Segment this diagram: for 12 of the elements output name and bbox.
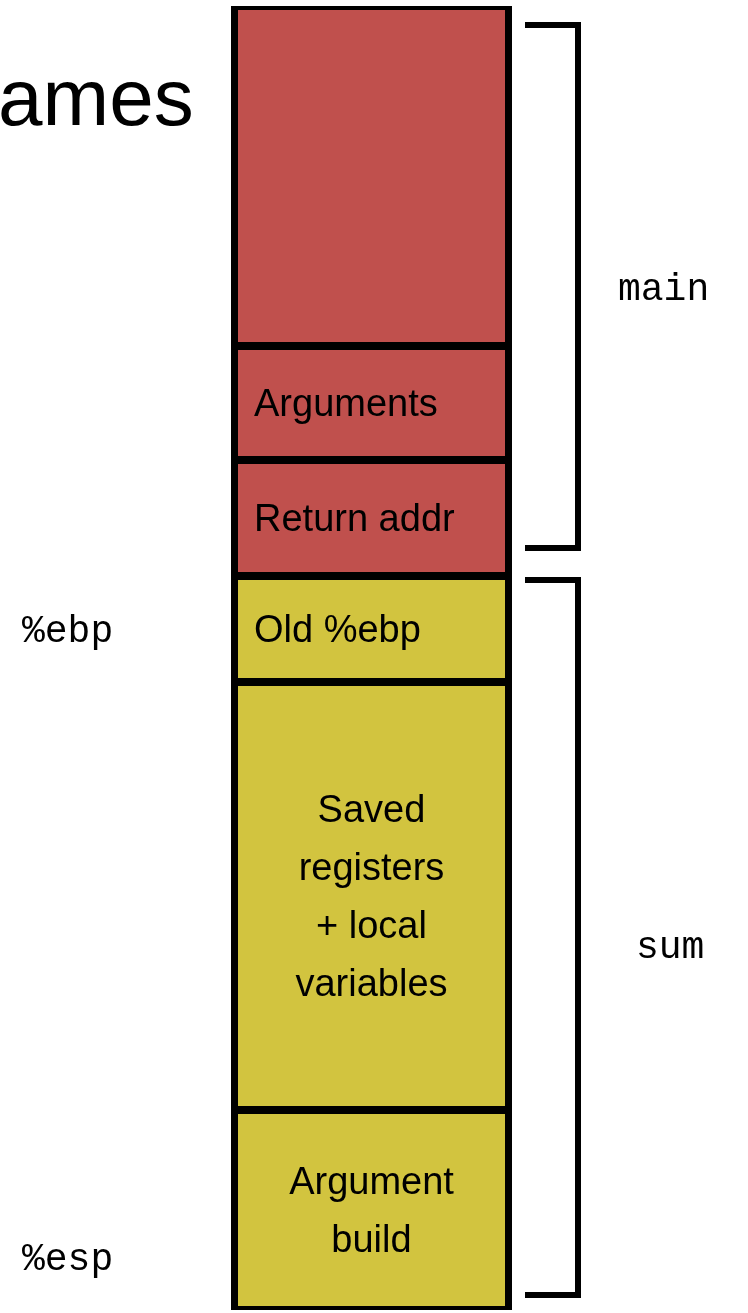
frame-label: sum <box>636 926 705 969</box>
register-label: %esp <box>22 1238 114 1281</box>
stack-frame-block <box>231 6 512 346</box>
slot-label: Old %ebp <box>254 607 421 652</box>
slot-label: Return addr <box>254 496 455 541</box>
stack-frame-slot <box>231 1110 512 1310</box>
register-label: %ebp <box>22 610 114 653</box>
frame-label: main <box>618 268 710 311</box>
slot-label: Argument build <box>288 1159 455 1262</box>
slot-label: Saved registers + local variables <box>295 787 448 1006</box>
slot-label: Arguments <box>254 381 438 426</box>
title: ames <box>0 52 194 144</box>
